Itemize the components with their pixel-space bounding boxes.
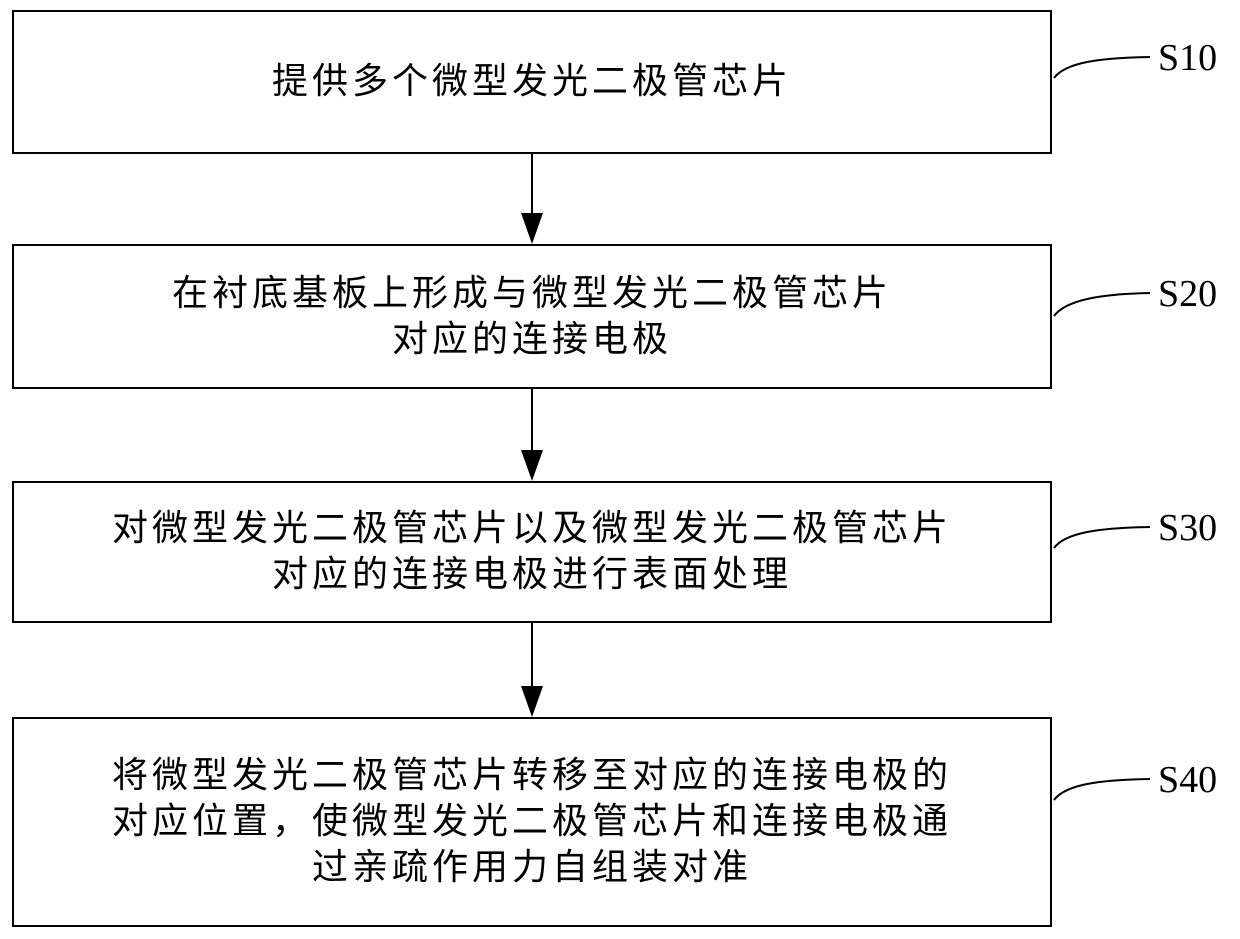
leader-curve-s30 — [1054, 527, 1150, 548]
leader-curve-s20 — [1054, 293, 1150, 316]
step-box-s20: 在衬底基板上形成与微型发光二极管芯片 对应的连接电极 — [12, 244, 1052, 389]
step-label-s30: S30 — [1158, 508, 1217, 548]
step-text-line: 对应位置，使微型发光二极管芯片和连接电极通 — [112, 799, 952, 845]
step-text-line: 对微型发光二极管芯片以及微型发光二极管芯片 — [112, 506, 952, 552]
step-text-line: 对应的连接电极 — [392, 317, 672, 363]
step-text-line: 提供多个微型发光二极管芯片 — [272, 59, 792, 105]
arrow-s30-to-s40 — [521, 622, 543, 717]
arrow-s10-to-s20 — [521, 153, 543, 244]
step-text-line: 在衬底基板上形成与微型发光二极管芯片 — [172, 271, 892, 317]
step-text-line: 将微型发光二极管芯片转移至对应的连接电极的 — [112, 753, 952, 799]
leader-curve-s10 — [1054, 57, 1150, 78]
step-box-s40: 将微型发光二极管芯片转移至对应的连接电极的 对应位置，使微型发光二极管芯片和连接… — [12, 717, 1052, 927]
arrow-s20-to-s30 — [521, 388, 543, 481]
step-text-line: 对应的连接电极进行表面处理 — [272, 552, 792, 598]
step-text-line: 过亲疏作用力自组装对准 — [312, 845, 752, 891]
step-box-s30: 对微型发光二极管芯片以及微型发光二极管芯片 对应的连接电极进行表面处理 — [12, 481, 1052, 623]
step-label-s20: S20 — [1158, 274, 1217, 314]
step-label-s40: S40 — [1158, 760, 1217, 800]
leader-curve-s40 — [1054, 779, 1150, 800]
step-box-s10: 提供多个微型发光二极管芯片 — [12, 10, 1052, 154]
step-label-s10: S10 — [1158, 38, 1217, 78]
